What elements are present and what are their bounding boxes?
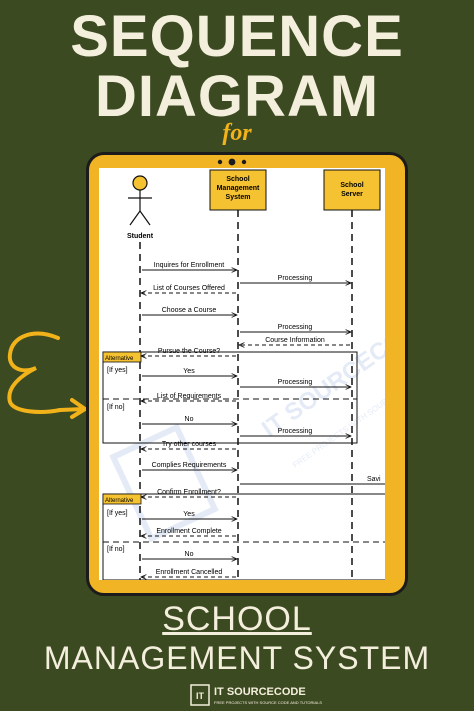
headline-line2: DIAGRAM (94, 64, 380, 129)
lifeline-server-head: School Server (323, 169, 381, 211)
brand-name: IT SOURCECODE (214, 686, 306, 698)
lifeline-sms-head: School Management System (209, 169, 267, 211)
brand-logo: IT IT SOURCECODE FREE PROJECTS WITH SOUR… (190, 684, 322, 711)
lifeline-sms-label-2: Management (217, 185, 260, 192)
alt-fragment-2: Alternative [If yes] [If no] (102, 493, 385, 580)
lifeline-sms-label-3: System (226, 194, 251, 201)
svg-text:IT: IT (196, 691, 205, 701)
guard-if-yes: [If yes] (107, 510, 128, 517)
message-label: No (185, 416, 194, 423)
guard-if-yes: [If yes] (107, 367, 128, 374)
watermark-text: IT SOURCECODE (257, 306, 385, 443)
message-label: Inquires for Enrollment (154, 262, 224, 269)
actor-label: Student (127, 233, 154, 240)
lifeline-server-label-2: Server (341, 191, 363, 198)
brand-tagline: FREE PROJECTS WITH SOURCE CODE AND TUTOR… (214, 700, 323, 705)
brand-logo-icon: IT (190, 684, 210, 706)
camera-dots-icon (217, 158, 247, 166)
message-label: Processing (278, 379, 313, 386)
message-label: Try other courses (162, 441, 217, 448)
message-label: Confirm Enrollment? (157, 489, 221, 496)
footer-title-school: SCHOOL (162, 600, 312, 638)
message-label: Processing (278, 275, 313, 282)
lifeline-server-label-1: School (340, 182, 363, 189)
message-label: Choose a Course (162, 307, 217, 314)
curly-arrow-icon (7, 331, 87, 419)
lifeline-sms-label-1: School (226, 176, 249, 183)
message-label: Processing (278, 428, 313, 435)
actor-student: Student (127, 175, 154, 240)
guard-if-no: [If no] (107, 404, 125, 411)
footer-title-management: MANAGEMENT SYSTEM (43, 640, 431, 676)
fragment-label: Alternative (105, 498, 134, 504)
headline-line1: SEQUENCE (70, 4, 404, 69)
message-label: No (185, 551, 194, 558)
message-label: Pursue the Course? (158, 348, 220, 355)
message-label: Yes (183, 511, 195, 518)
diagram-screen: IT SOURCECODE FREE PROJECTS WITH SOURCE … (99, 168, 385, 580)
message-label: List of Courses Offered (153, 285, 225, 292)
message-label: Processing (278, 324, 313, 331)
message-label: Course Information (265, 337, 325, 344)
message-label: Complies Requirements (152, 462, 227, 469)
sequence-diagram: IT SOURCECODE FREE PROJECTS WITH SOURCE … (102, 169, 385, 580)
guard-if-no: [If no] (107, 546, 125, 553)
message-label: Yes (183, 368, 195, 375)
message-label: List of Requirements (157, 393, 222, 400)
for-label: for (222, 120, 252, 146)
message-label: Enrollment Cancelled (156, 569, 223, 576)
message-label: Savi (367, 476, 381, 483)
fragment-label: Alternative (105, 356, 134, 362)
watermark: IT SOURCECODE FREE PROJECTS WITH SOURCE … (109, 306, 385, 543)
message-label: Enrollment Complete (156, 528, 221, 535)
